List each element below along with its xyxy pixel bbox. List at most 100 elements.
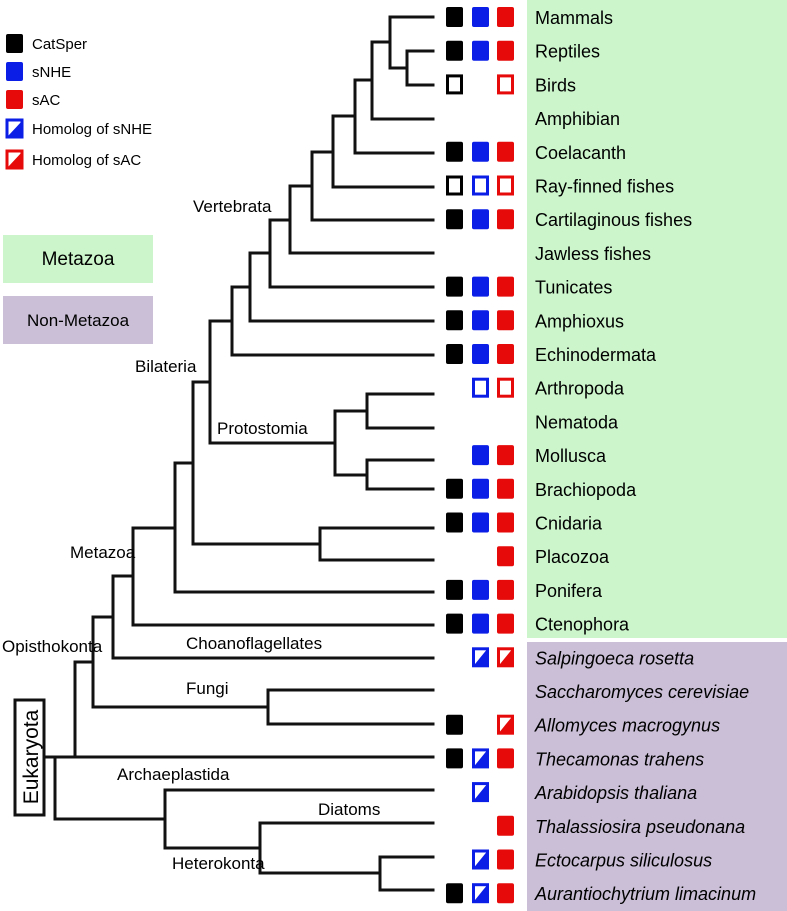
mark-sac-homolog-salpingoeca-rosetta	[497, 647, 514, 668]
node-label-bilateria: Bilateria	[135, 357, 197, 376]
legend-label-sac-homolog: Homolog of sAC	[32, 152, 141, 169]
legend-swatch-catsper	[6, 34, 23, 53]
mark-catsper-full-cnidaria	[446, 512, 463, 533]
mark-sac-empty-arthropoda	[497, 377, 514, 398]
mark-sac-full-reptiles	[497, 40, 514, 61]
mark-sac-full-aurantiochytrium-limacinum	[497, 883, 514, 904]
mark-snhe-full-cartilaginous-fishes	[472, 209, 489, 230]
metazoa-legend-label: Metazoa	[42, 249, 115, 270]
metazoa-panel	[527, 0, 787, 638]
mark-catsper-full-brachiopoda	[446, 478, 463, 499]
mark-sac-full-echinodermata	[497, 344, 514, 364]
mark-sac-full-cnidaria	[497, 512, 514, 533]
mark-catsper-full-echinodermata	[446, 344, 463, 364]
legend-label-catsper: CatSper	[32, 36, 87, 53]
legend-label-sac: sAC	[32, 92, 61, 109]
taxon-label-arthropoda: Arthropoda	[535, 379, 625, 399]
eukaryota-label: Eukaryota	[20, 709, 43, 804]
node-label-metazoa: Metazoa	[70, 543, 136, 562]
mark-sac-full-placozoa	[497, 546, 514, 567]
legend: CatSper sNHE sAC Homolog of sNHE Homolog…	[3, 34, 153, 344]
mark-snhe-homolog-aurantiochytrium-limacinum	[472, 883, 489, 904]
taxon-label-saccharomyces-cerevisiae: Saccharomyces cerevisiae	[535, 682, 749, 702]
node-labels: Vertebrata Bilateria Protostomia Metazoa…	[2, 197, 380, 873]
node-label-opisthokonta: Opisthokonta	[2, 637, 103, 656]
taxon-label-tunicates: Tunicates	[535, 278, 612, 298]
node-label-heterokonta: Heterokonta	[172, 854, 265, 873]
mark-catsper-full-ctenophora	[446, 613, 463, 634]
mark-snhe-full-echinodermata	[472, 344, 489, 364]
mark-sac-empty-birds	[497, 74, 514, 95]
mark-catsper-full-allomyces-macrogynus	[446, 714, 463, 735]
mark-snhe-empty-ray-finned-fishes	[472, 175, 489, 196]
mark-sac-full-ctenophora	[497, 613, 514, 634]
mark-catsper-full-mammals	[446, 7, 463, 27]
taxon-label-allomyces-macrogynus: Allomyces macrogynus	[534, 716, 720, 736]
mark-snhe-homolog-thecamonas-trahens	[472, 748, 489, 769]
tree-branches	[43, 15, 435, 892]
taxon-label-nematoda: Nematoda	[535, 412, 619, 432]
mark-snhe-full-ctenophora	[472, 613, 489, 634]
node-label-archaeplastida: Archaeplastida	[117, 765, 230, 784]
mark-catsper-full-tunicates	[446, 276, 463, 297]
nonmetazoa-legend-box	[3, 296, 153, 344]
taxon-label-salpingoeca-rosetta: Salpingoeca rosetta	[535, 648, 694, 668]
taxon-label-ectocarpus-siliculosus: Ectocarpus siliculosus	[535, 851, 712, 871]
metazoa-legend-box	[3, 235, 153, 283]
mark-sac-full-ectocarpus-siliculosus	[497, 849, 514, 870]
mark-snhe-homolog-arabidopsis-thaliana	[472, 782, 489, 803]
taxon-label-ray-finned-fishes: Ray-finned fishes	[535, 177, 674, 197]
gene-marks	[446, 7, 514, 904]
taxon-label-brachiopoda: Brachiopoda	[535, 480, 637, 500]
mark-catsper-full-amphioxus	[446, 310, 463, 331]
node-label-vertebrata: Vertebrata	[193, 197, 272, 216]
node-label-fungi: Fungi	[186, 679, 229, 698]
mark-snhe-homolog-salpingoeca-rosetta	[472, 647, 489, 668]
mark-snhe-full-coelacanth	[472, 141, 489, 162]
mark-snhe-full-tunicates	[472, 276, 489, 297]
mark-sac-full-mollusca	[497, 445, 514, 466]
mark-snhe-empty-arthropoda	[472, 377, 489, 398]
taxon-label-birds: Birds	[535, 75, 576, 95]
nonmetazoa-panel	[527, 642, 787, 911]
mark-sac-full-tunicates	[497, 276, 514, 297]
legend-swatch-snhe	[6, 62, 23, 81]
taxon-label-reptiles: Reptiles	[535, 42, 600, 62]
mark-snhe-full-mollusca	[472, 445, 489, 466]
taxon-label-ponifera: Ponifera	[535, 581, 603, 601]
taxon-labels: MammalsReptilesBirdsAmphibianCoelacanthR…	[534, 8, 756, 904]
taxon-label-cartilaginous-fishes: Cartilaginous fishes	[535, 210, 692, 230]
taxon-label-mammals: Mammals	[535, 8, 613, 28]
mark-catsper-full-thecamonas-trahens	[446, 748, 463, 769]
mark-snhe-homolog-ectocarpus-siliculosus	[472, 849, 489, 870]
mark-sac-full-thalassiosira-pseudonana	[497, 815, 514, 836]
mark-sac-full-amphioxus	[497, 310, 514, 331]
legend-swatch-sac-homolog	[5, 149, 24, 170]
legend-label-snhe-homolog: Homolog of sNHE	[32, 121, 152, 138]
taxon-label-thecamonas-trahens: Thecamonas trahens	[535, 749, 704, 769]
mark-catsper-full-cartilaginous-fishes	[446, 209, 463, 230]
legend-swatch-snhe-homolog	[5, 118, 24, 139]
mark-catsper-full-reptiles	[446, 40, 463, 61]
mark-sac-full-thecamonas-trahens	[497, 748, 514, 769]
legend-label-snhe: sNHE	[32, 64, 71, 81]
taxon-label-amphioxus: Amphioxus	[535, 311, 624, 331]
mark-catsper-full-coelacanth	[446, 141, 463, 162]
mark-snhe-full-brachiopoda	[472, 478, 489, 499]
eukaryota-root: Eukaryota	[13, 698, 46, 817]
mark-snhe-full-reptiles	[472, 40, 489, 61]
taxon-label-amphibian: Amphibian	[535, 109, 620, 129]
mark-snhe-full-amphioxus	[472, 310, 489, 331]
mark-sac-homolog-allomyces-macrogynus	[497, 714, 514, 735]
node-label-choanoflagellates: Choanoflagellates	[186, 634, 322, 653]
nonmetazoa-legend-label: Non-Metazoa	[27, 311, 130, 330]
mark-sac-empty-ray-finned-fishes	[497, 175, 514, 196]
mark-sac-full-mammals	[497, 7, 514, 27]
mark-sac-full-ponifera	[497, 579, 514, 600]
eukaryota-box	[13, 698, 46, 817]
taxon-label-thalassiosira-pseudonana: Thalassiosira pseudonana	[535, 817, 745, 837]
mark-sac-full-brachiopoda	[497, 478, 514, 499]
mark-snhe-full-ponifera	[472, 579, 489, 600]
node-label-protostomia: Protostomia	[217, 419, 308, 438]
